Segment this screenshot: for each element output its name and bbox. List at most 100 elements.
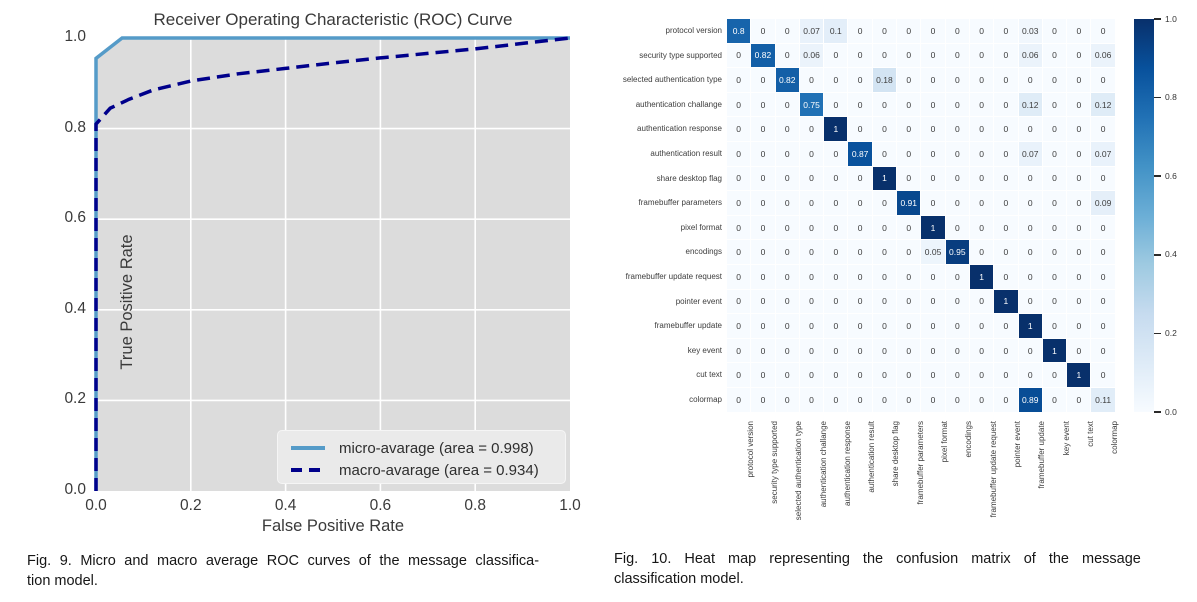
heatmap-cell-r14-c8: 0 bbox=[921, 363, 945, 387]
heatmap-cell-r6-c10: 0 bbox=[969, 166, 994, 191]
colorbar-tick-mark bbox=[1154, 411, 1161, 413]
legend-entry-micro: micro-avarage (area = 0.998) bbox=[291, 438, 565, 458]
heatmap-cell-r4-c14: 0 bbox=[1067, 117, 1091, 141]
heatmap-cell-r2-c6: 0.18 bbox=[872, 68, 897, 92]
heatmap-cell-r11-c2: 0 bbox=[775, 289, 799, 314]
heatmap-cell-r5-c6: 0 bbox=[872, 141, 897, 166]
heatmap-cell-r14-c2: 0 bbox=[775, 363, 799, 387]
heatmap-cell-r13-c1: 0 bbox=[751, 338, 775, 363]
heatmap-column-label: protocol version bbox=[745, 421, 755, 478]
heatmap-cell-r11-c8: 0 bbox=[921, 289, 945, 314]
heatmap-cell-r3-c8: 0 bbox=[921, 92, 945, 117]
heatmap-cell-r4-c0: 0 bbox=[727, 117, 751, 141]
colorbar-tick-mark bbox=[1154, 175, 1161, 177]
heatmap-row-label: framebuffer update bbox=[654, 321, 722, 331]
heatmap-cell-r7-c3: 0 bbox=[799, 191, 824, 215]
heatmap-cell-r12-c3: 0 bbox=[799, 314, 824, 338]
heatmap-cell-r5-c10: 0 bbox=[969, 141, 994, 166]
heatmap-cell-r3-c11: 0 bbox=[994, 92, 1018, 117]
heatmap-cell-r4-c13: 0 bbox=[1042, 117, 1067, 141]
heatmap-cell-r13-c10: 0 bbox=[969, 338, 994, 363]
legend-label-micro: micro-avarage (area = 0.998) bbox=[339, 439, 534, 457]
heatmap-cell-r6-c13: 0 bbox=[1042, 166, 1067, 191]
heatmap-row-label: selected authentication type bbox=[622, 75, 722, 85]
fig9-x-axis-label: False Positive Rate bbox=[261, 517, 405, 535]
heatmap-cell-r9-c0: 0 bbox=[727, 240, 751, 264]
heatmap-cell-r4-c7: 0 bbox=[897, 117, 921, 141]
heatmap-cell-r2-c10: 0 bbox=[969, 68, 994, 92]
heatmap-cell-r9-c7: 0 bbox=[897, 240, 921, 264]
heatmap-cell-r10-c9: 0 bbox=[945, 264, 969, 289]
heatmap-cell-r2-c7: 0 bbox=[897, 68, 921, 92]
fig9-caption: Fig. 9. Micro and macro average ROC curv… bbox=[27, 552, 593, 591]
heatmap-column-label: authentication challange bbox=[818, 421, 828, 508]
heatmap-cell-r0-c12: 0.03 bbox=[1018, 19, 1042, 43]
colorbar-tick-mark bbox=[1154, 18, 1161, 20]
heatmap-cell-r12-c9: 0 bbox=[945, 314, 969, 338]
heatmap-cell-r13-c7: 0 bbox=[897, 338, 921, 363]
heatmap-cell-r15-c12: 0.89 bbox=[1018, 387, 1042, 412]
heatmap-cell-r13-c13: 1 bbox=[1042, 338, 1067, 363]
heatmap-cell-r11-c1: 0 bbox=[751, 289, 775, 314]
heatmap-cell-r3-c5: 0 bbox=[848, 92, 872, 117]
heatmap-cell-r12-c2: 0 bbox=[775, 314, 799, 338]
y-tick-label: 0.4 bbox=[64, 299, 86, 317]
fig9-y-axis-label: True Positive Rate bbox=[118, 234, 136, 370]
heatmap-cell-r11-c14: 0 bbox=[1067, 289, 1091, 314]
heatmap-cell-r6-c7: 0 bbox=[897, 166, 921, 191]
y-tick-label: 0.2 bbox=[64, 390, 86, 408]
heatmap-cell-r12-c15: 0 bbox=[1091, 314, 1115, 338]
y-tick-label: 0.6 bbox=[64, 209, 86, 227]
heatmap-column-label: framebuffer update bbox=[1037, 421, 1047, 489]
heatmap-cell-r4-c11: 0 bbox=[994, 117, 1018, 141]
heatmap-column-label: framebuffer update request bbox=[988, 421, 998, 518]
heatmap-cell-r10-c14: 0 bbox=[1067, 264, 1091, 289]
heatmap-cell-r3-c2: 0 bbox=[775, 92, 799, 117]
heatmap-cell-r6-c6: 1 bbox=[872, 166, 897, 191]
heatmap-column-label: cut text bbox=[1085, 421, 1095, 447]
heatmap-cell-r3-c15: 0.12 bbox=[1091, 92, 1115, 117]
heatmap-cell-r8-c8: 1 bbox=[921, 215, 945, 240]
heatmap-cell-r5-c8: 0 bbox=[921, 141, 945, 166]
heatmap-column-label: encodings bbox=[964, 421, 974, 458]
heatmap-cell-r9-c15: 0 bbox=[1091, 240, 1115, 264]
heatmap-cell-r15-c15: 0.11 bbox=[1091, 387, 1115, 412]
heatmap-cell-r13-c9: 0 bbox=[945, 338, 969, 363]
heatmap-cell-r14-c6: 0 bbox=[872, 363, 897, 387]
heatmap-cell-r10-c1: 0 bbox=[751, 264, 775, 289]
heatmap-cell-r2-c1: 0 bbox=[751, 68, 775, 92]
heatmap-cell-r7-c14: 0 bbox=[1067, 191, 1091, 215]
heatmap-row-label: encodings bbox=[685, 247, 722, 257]
heatmap-cell-r11-c12: 0 bbox=[1018, 289, 1042, 314]
heatmap-cell-r15-c5: 0 bbox=[848, 387, 872, 412]
legend-swatch-macro-line bbox=[291, 468, 325, 472]
heatmap-cell-r6-c11: 0 bbox=[994, 166, 1018, 191]
heatmap-column-label: colormap bbox=[1110, 421, 1120, 454]
heatmap-cell-r14-c9: 0 bbox=[945, 363, 969, 387]
heatmap-cell-r5-c2: 0 bbox=[775, 141, 799, 166]
heatmap-cell-r5-c15: 0.07 bbox=[1091, 141, 1115, 166]
heatmap-cell-r3-c14: 0 bbox=[1067, 92, 1091, 117]
heatmap-cell-r7-c2: 0 bbox=[775, 191, 799, 215]
heatmap-cell-r14-c14: 1 bbox=[1067, 363, 1091, 387]
heatmap-cell-r3-c13: 0 bbox=[1042, 92, 1067, 117]
heatmap-cell-r15-c2: 0 bbox=[775, 387, 799, 412]
heatmap-cell-r10-c11: 0 bbox=[994, 264, 1018, 289]
heatmap-cell-r4-c5: 0 bbox=[848, 117, 872, 141]
heatmap-cell-r6-c3: 0 bbox=[799, 166, 824, 191]
heatmap-cell-r13-c12: 0 bbox=[1018, 338, 1042, 363]
heatmap-cell-r3-c12: 0.12 bbox=[1018, 92, 1042, 117]
heatmap-cell-r15-c9: 0 bbox=[945, 387, 969, 412]
heatmap-cell-r8-c14: 0 bbox=[1067, 215, 1091, 240]
heatmap-row-label: key event bbox=[687, 345, 722, 355]
heatmap-column-label: pixel format bbox=[940, 421, 950, 463]
heatmap-cell-r6-c5: 0 bbox=[848, 166, 872, 191]
heatmap-cell-r10-c13: 0 bbox=[1042, 264, 1067, 289]
heatmap-cell-r6-c14: 0 bbox=[1067, 166, 1091, 191]
heatmap-cell-r9-c8: 0.05 bbox=[921, 240, 945, 264]
heatmap-cell-r0-c13: 0 bbox=[1042, 19, 1067, 43]
heatmap-cell-r14-c12: 0 bbox=[1018, 363, 1042, 387]
colorbar-tick-mark bbox=[1154, 332, 1161, 335]
